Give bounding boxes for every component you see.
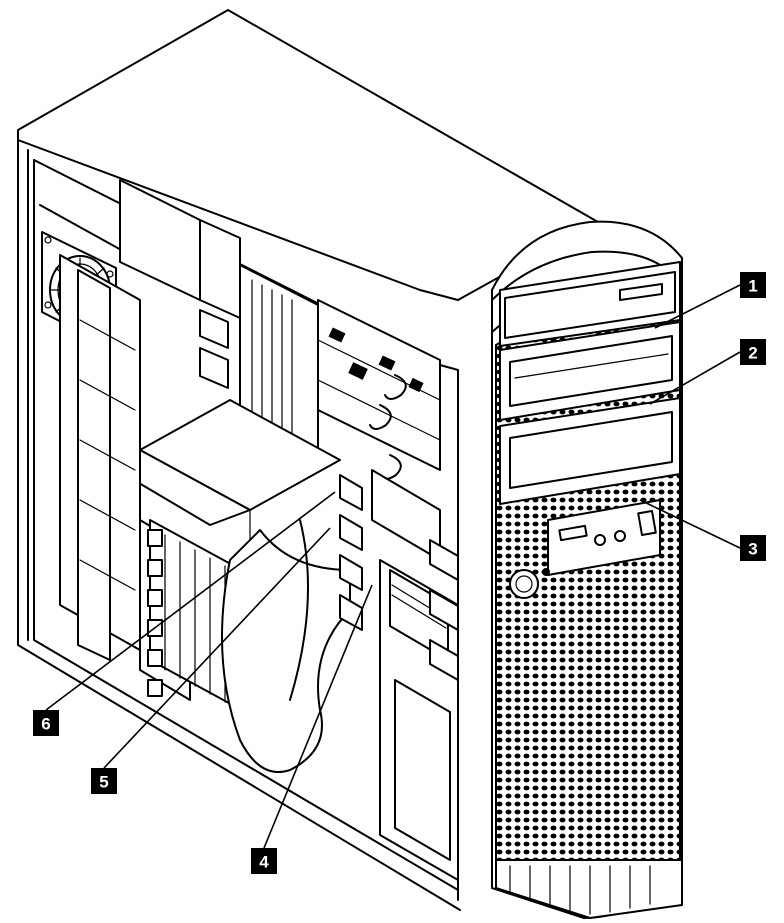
callout-1: 1: [740, 272, 766, 298]
power-supply: [119, 179, 241, 389]
callout-2: 2: [740, 339, 766, 365]
callout-badge: [91, 768, 117, 794]
callout-badge: [251, 848, 277, 874]
front-io-panel: [509, 499, 661, 599]
callout-6: 6: [33, 710, 59, 736]
leader-5: [103, 527, 331, 769]
callout-badge: [740, 339, 766, 365]
hard-drive-bay: [379, 539, 459, 881]
callout-label: 3: [748, 540, 757, 559]
callout-badge: [740, 272, 766, 298]
callout-4: 4: [251, 848, 277, 874]
callout-badge: [740, 535, 766, 561]
slot-latches: [339, 469, 441, 631]
leader-1: [654, 284, 741, 329]
cable-loop: [221, 519, 351, 773]
callout-label: 1: [748, 277, 757, 296]
leader-4: [263, 584, 373, 849]
drive-cage-internal: [317, 299, 441, 480]
callout-label: 6: [41, 715, 50, 734]
leader-2: [649, 351, 741, 405]
callout-leaders: [45, 284, 741, 849]
callout-badge: [33, 710, 59, 736]
leader-6: [45, 491, 336, 711]
optical-drive-bays: [499, 261, 681, 505]
callout-5: 5: [91, 768, 117, 794]
callout-label: 4: [259, 853, 269, 872]
callout-3: 3: [740, 535, 766, 561]
callout-label: 2: [748, 344, 757, 363]
leader-3: [639, 499, 741, 549]
callout-label: 5: [99, 773, 108, 792]
